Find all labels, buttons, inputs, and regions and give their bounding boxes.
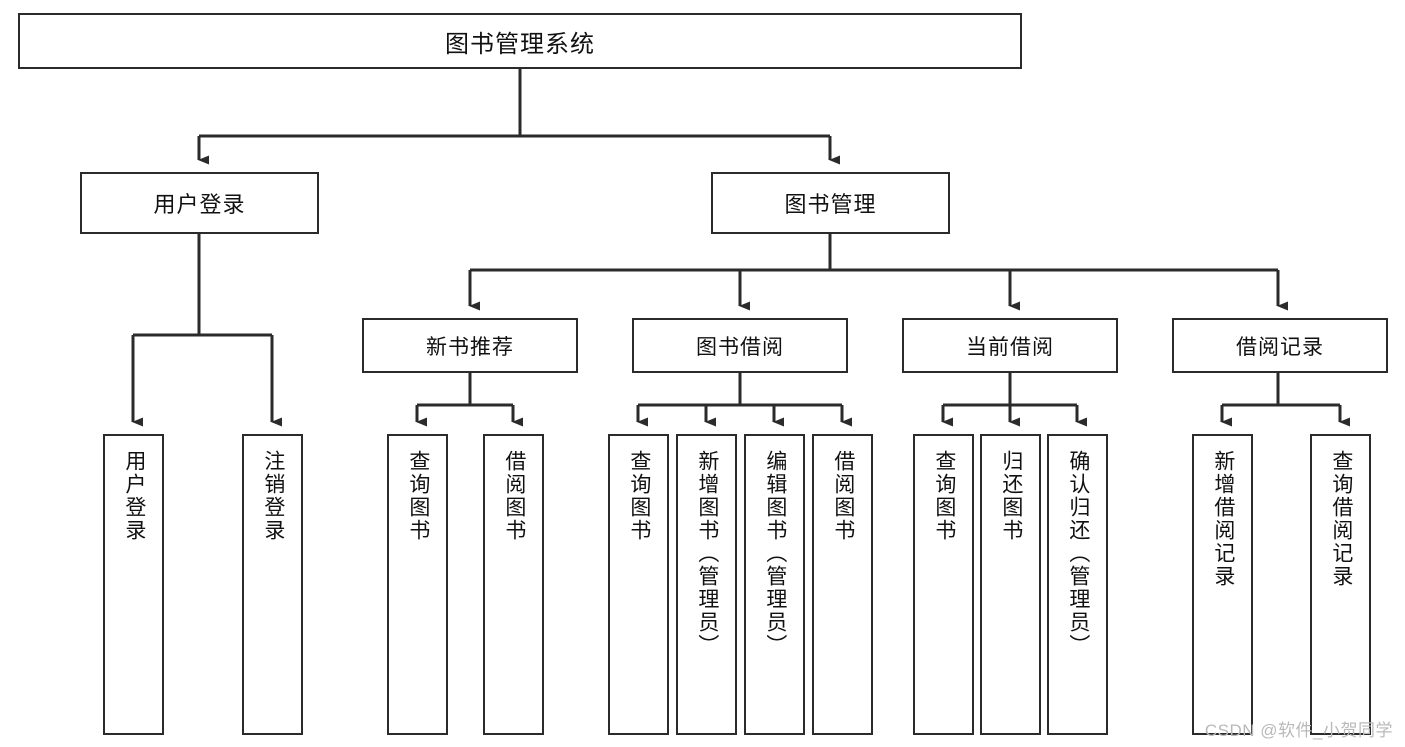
leaf-add-book-admin[interactable]: 新增图书（管理员） [676, 434, 737, 735]
node-user-login[interactable]: 用户登录 [80, 172, 319, 234]
node-label: 图书管理系统 [445, 30, 595, 58]
leaf-add-borrow-record[interactable]: 新增借阅记录 [1192, 434, 1253, 735]
leaf-confirm-return-admin[interactable]: 确认归还（管理员） [1047, 434, 1108, 735]
leaf-label: 查询借阅记录 [1329, 450, 1353, 588]
leaf-query-book-borrow[interactable]: 查询图书 [608, 434, 669, 735]
node-label: 当前借阅 [966, 335, 1054, 359]
leaf-label: 新增图书（管理员） [695, 450, 719, 657]
watermark: CSDN @软件_小贺同学 [1204, 721, 1393, 740]
leaf-return-book[interactable]: 归还图书 [980, 434, 1041, 735]
leaf-query-book-current[interactable]: 查询图书 [913, 434, 974, 735]
node-label: 新书推荐 [426, 335, 514, 359]
node-book-management[interactable]: 图书管理 [711, 172, 950, 234]
leaf-label: 查询图书 [406, 450, 430, 542]
leaf-query-borrow-record[interactable]: 查询借阅记录 [1310, 434, 1371, 735]
node-new-book-recommend[interactable]: 新书推荐 [362, 318, 578, 373]
leaf-label: 确认归还（管理员） [1066, 450, 1090, 657]
leaf-borrow-book-recommend[interactable]: 借阅图书 [483, 434, 544, 735]
node-label: 用户登录 [153, 192, 246, 217]
node-label: 图书借阅 [696, 335, 784, 359]
leaf-label: 编辑图书（管理员） [763, 450, 787, 657]
leaf-label: 借阅图书 [831, 450, 855, 542]
node-root-book-management-system[interactable]: 图书管理系统 [18, 13, 1022, 69]
leaf-label: 注销登录 [261, 450, 285, 542]
node-label: 图书管理 [784, 192, 877, 217]
node-label: 借阅记录 [1236, 335, 1324, 359]
node-borrow-record[interactable]: 借阅记录 [1172, 318, 1388, 373]
leaf-user-login[interactable]: 用户登录 [103, 434, 164, 735]
leaf-label: 查询图书 [932, 450, 956, 542]
leaf-label: 归还图书 [999, 450, 1023, 542]
leaf-label: 借阅图书 [502, 450, 526, 542]
leaf-label: 查询图书 [627, 450, 651, 542]
node-current-borrow[interactable]: 当前借阅 [902, 318, 1118, 373]
node-book-borrow[interactable]: 图书借阅 [632, 318, 848, 373]
leaf-borrow-book[interactable]: 借阅图书 [812, 434, 873, 735]
leaf-user-logout[interactable]: 注销登录 [242, 434, 303, 735]
leaf-label: 用户登录 [122, 450, 146, 542]
leaf-edit-book-admin[interactable]: 编辑图书（管理员） [744, 434, 805, 735]
leaf-label: 新增借阅记录 [1211, 450, 1235, 588]
leaf-query-book-recommend[interactable]: 查询图书 [387, 434, 448, 735]
